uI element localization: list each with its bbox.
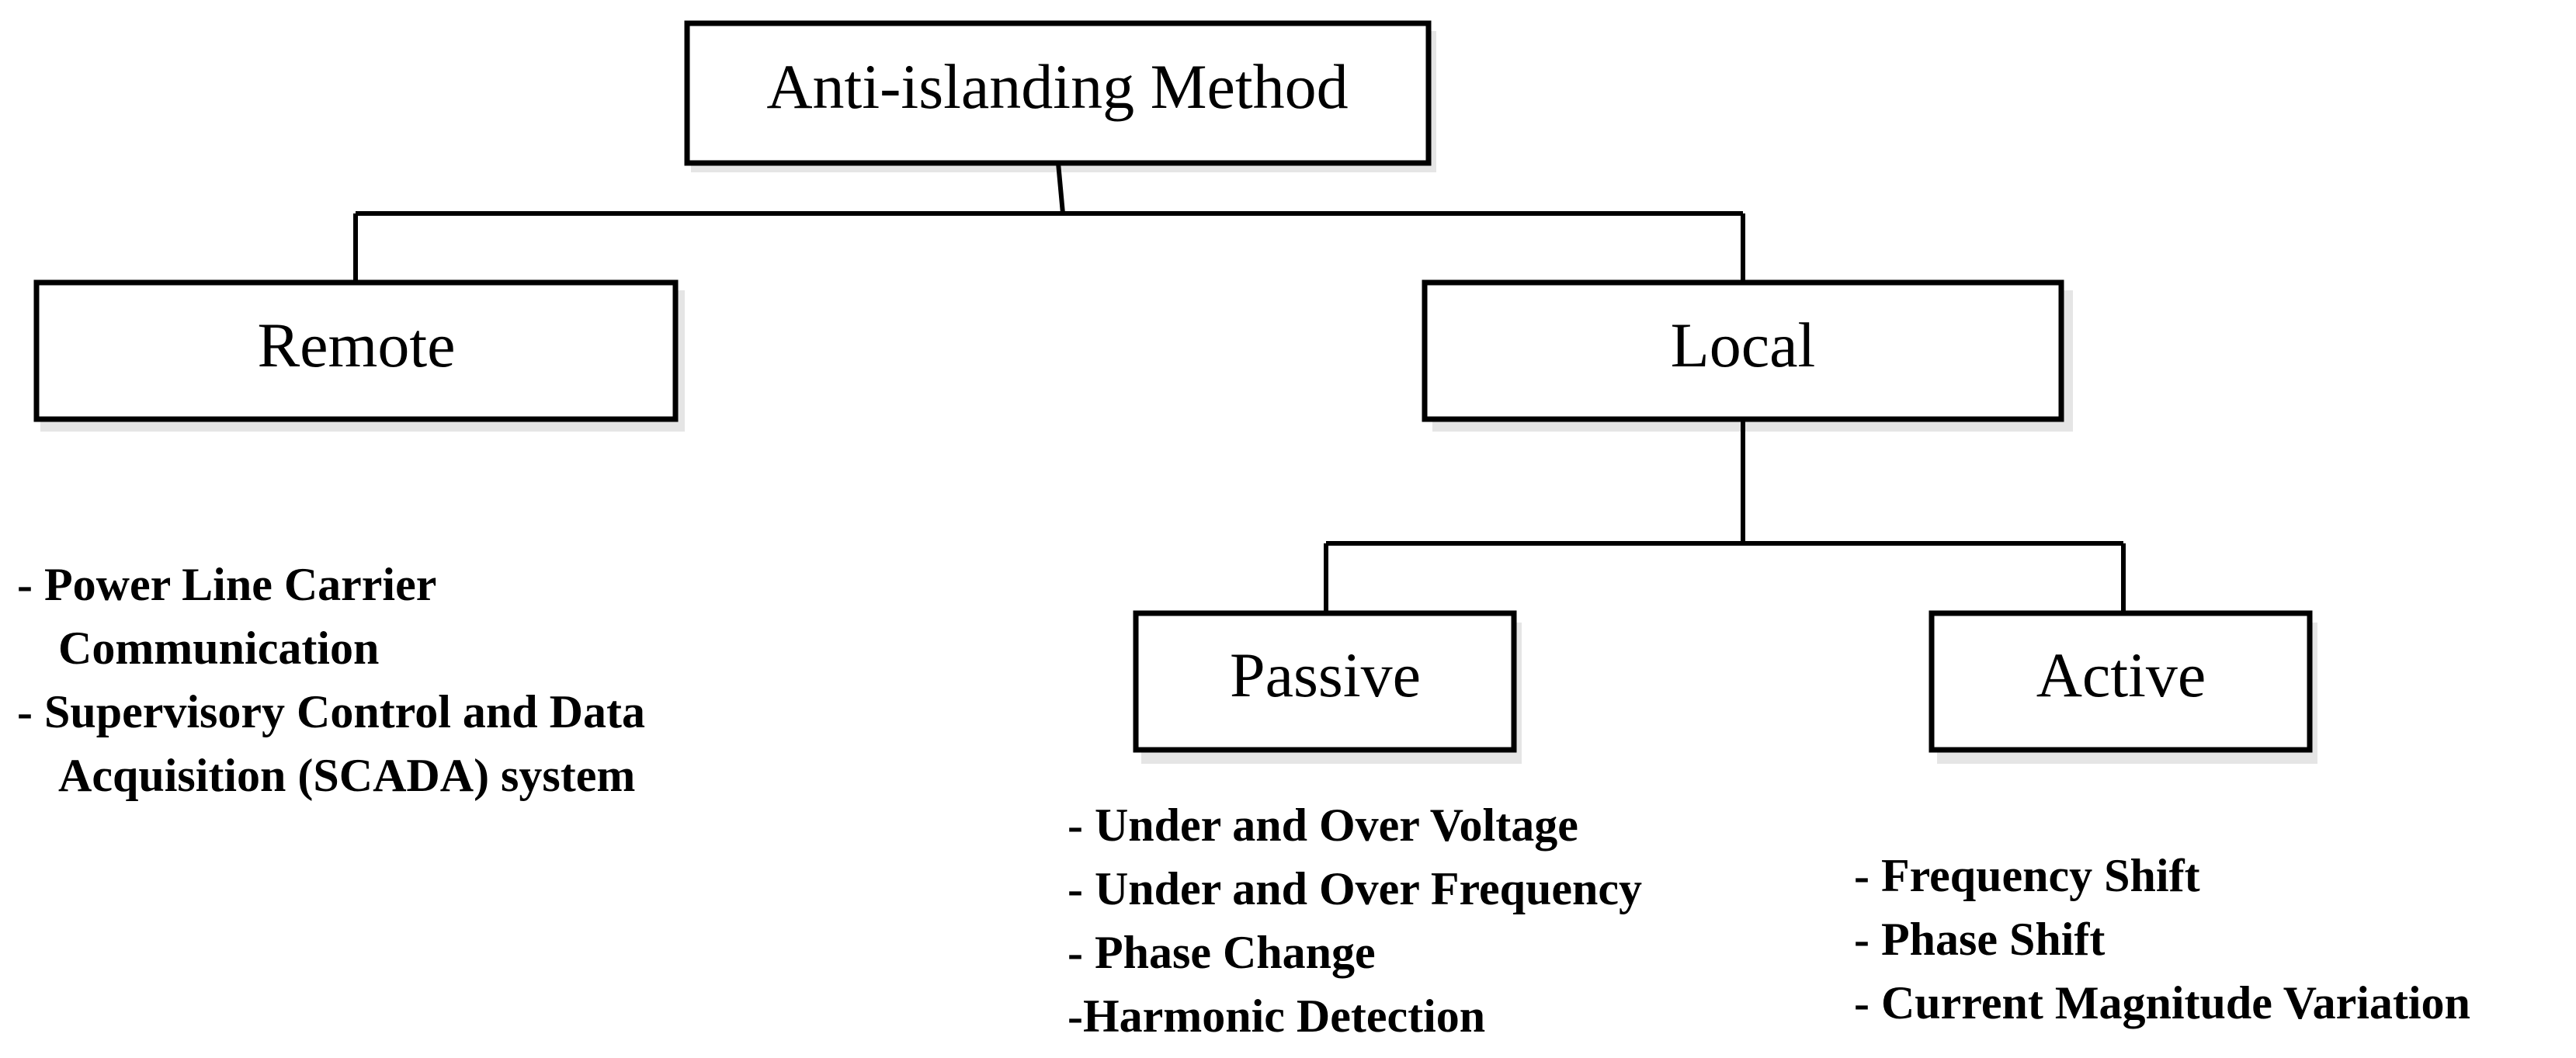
node-local-box (1422, 279, 2064, 422)
passive-methods-list: - Under and Over Voltage - Under and Ove… (1068, 800, 1642, 1042)
node-active-box (1929, 610, 2313, 753)
active-methods-list: - Frequency Shift - Phase Shift - Curren… (1854, 850, 2470, 1029)
remote-method-item: - Supervisory Control and Data (17, 686, 645, 737)
active-method-item: - Phase Shift (1854, 914, 2105, 965)
node-passive: Passive (1133, 610, 1517, 753)
node-remote-label: Remote (257, 310, 455, 380)
passive-method-item: -Harmonic Detection (1068, 990, 1485, 1042)
remote-method-item: - Power Line Carrier (17, 559, 436, 610)
node-remote: Remote (33, 279, 679, 422)
node-local-label: Local (1671, 310, 1816, 380)
node-root-label: Anti-islanding Method (766, 51, 1348, 122)
node-passive-box (1133, 610, 1517, 753)
remote-methods-list: - Power Line Carrier Communication - Sup… (17, 559, 645, 801)
node-active-label: Active (2036, 640, 2206, 710)
active-method-item: - Current Magnitude Variation (1854, 977, 2470, 1029)
passive-method-item: - Under and Over Frequency (1068, 863, 1642, 914)
connectors (353, 162, 2126, 613)
remote-method-item: Communication (58, 623, 379, 674)
remote-method-item: Acquisition (SCADA) system (58, 750, 635, 801)
node-root: Anti-islanding Method (684, 20, 1432, 166)
node-passive-label: Passive (1230, 640, 1421, 710)
node-root-box (684, 20, 1432, 166)
active-method-item: - Frequency Shift (1854, 850, 2200, 901)
node-remote-box (33, 279, 679, 422)
passive-method-item: - Under and Over Voltage (1068, 800, 1578, 851)
passive-method-item: - Phase Change (1068, 927, 1376, 978)
node-local: Local (1422, 279, 2064, 422)
node-active: Active (1929, 610, 2313, 753)
connector-root-stem (1056, 162, 1065, 214)
